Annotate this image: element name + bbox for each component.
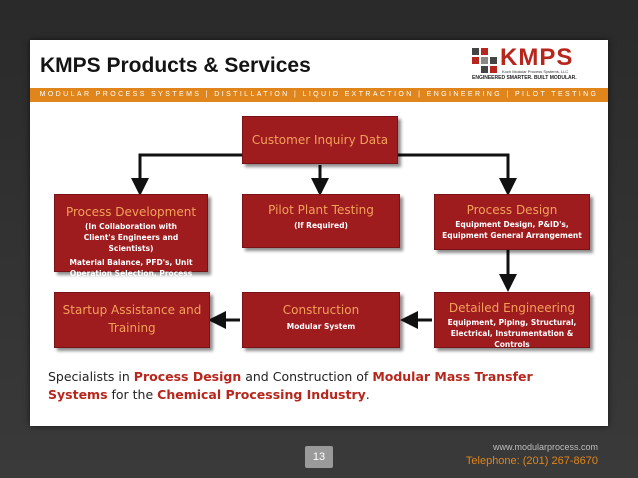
customer-title: Customer Inquiry Data — [251, 133, 389, 147]
box-detailed-engineering: Detailed Engineering Equipment, Piping, … — [434, 292, 590, 349]
box-startup: Startup Assistance and Training — [54, 292, 210, 348]
desc-part-2: and Construction of — [241, 369, 373, 384]
pilot-note: (If Required) — [294, 221, 348, 230]
detailed-engineering-detail: Equipment, Piping, Structural, Electrica… — [447, 318, 577, 349]
box-process-development: Process Development (In Collaboration wi… — [54, 194, 208, 289]
process-development-note: (In Collaboration with Client's Engineer… — [83, 222, 179, 253]
kmps-logo-icon — [472, 48, 497, 73]
box-process-design: Process Design Equipment Design, P&ID's,… — [434, 194, 590, 250]
page-number: 13 — [305, 446, 333, 468]
box-customer-inquiry: Customer Inquiry Data — [242, 116, 398, 164]
process-design-detail: Equipment Design, P&ID's, Equipment Gene… — [442, 220, 582, 240]
arrow-to-process-design — [398, 153, 517, 196]
construction-detail: Modular System — [286, 322, 356, 331]
box-construction: Construction Modular System — [242, 292, 400, 348]
arrow-to-process-development — [131, 153, 242, 196]
telephone-text: Telephone: (201) 267-8670 — [465, 455, 598, 467]
startup-title-2: Training — [108, 321, 156, 335]
logo-tagline: ENGINEERED SMARTER. BUILT MODULAR. — [472, 75, 577, 81]
desc-part-1: Specialists in — [48, 369, 134, 384]
detailed-engineering-title: Detailed Engineering — [448, 301, 576, 315]
logo-wordmark: KMPS — [500, 44, 574, 71]
services-banner: MODULAR PROCESS SYSTEMS | DISTILLATION |… — [30, 88, 608, 102]
pilot-title: Pilot Plant Testing — [268, 203, 374, 217]
process-development-detail: Material Balance, PFD's, Unit Operation … — [69, 258, 193, 289]
startup-title-1: Startup Assistance and — [62, 303, 202, 317]
description-text: Specialists in Process Design and Constr… — [48, 368, 588, 404]
website-link[interactable]: www.modularprocess.com — [492, 442, 598, 452]
desc-highlight-modular: Modular Mass Transfer Systems — [48, 369, 533, 402]
process-design-title: Process Design — [466, 203, 558, 217]
desc-part-3: for the — [107, 387, 158, 402]
desc-highlight-process-design: Process Design — [133, 369, 242, 384]
desc-highlight-industry: Chemical Processing Industry — [157, 387, 366, 402]
construction-title: Construction — [282, 303, 360, 317]
process-development-title: Process Development — [65, 205, 197, 219]
box-pilot-plant: Pilot Plant Testing (If Required) — [242, 194, 400, 248]
logo-subtitle: Koch Modular Process Systems, LLC — [502, 69, 569, 74]
desc-part-4: . — [365, 387, 370, 402]
slide-title: KMPS Products & Services — [40, 54, 311, 77]
